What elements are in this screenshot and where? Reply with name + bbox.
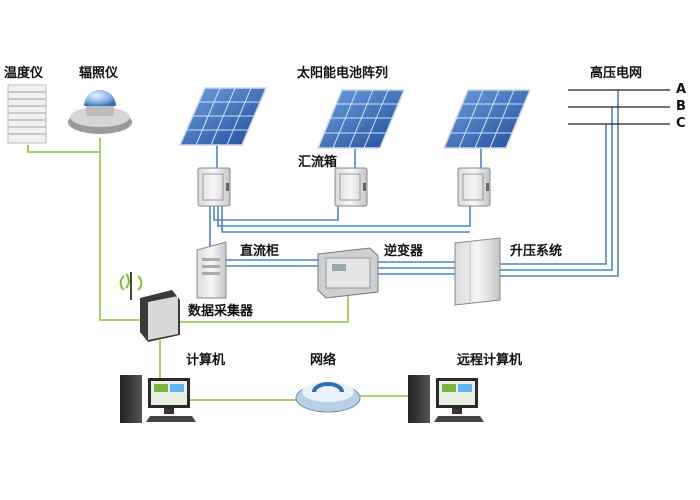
- solar-panel-3: [442, 89, 532, 149]
- dc-cabinet-icon: [196, 241, 227, 299]
- radiometer-label: 辐照仪: [79, 66, 119, 81]
- step-up-label: 升压系统: [510, 244, 563, 259]
- grid-label: 高压电网: [590, 66, 643, 81]
- phase-c-label: C: [676, 116, 686, 131]
- thermometer-icon: [7, 84, 47, 144]
- network-icon: [295, 382, 361, 413]
- signal-lines: [27, 138, 410, 401]
- phase-a-label: A: [676, 82, 687, 97]
- radiometer-icon: [68, 90, 132, 134]
- data-collector-label: 数据采集器: [188, 304, 254, 319]
- grid-bus: [568, 89, 670, 125]
- solar-panel-2: [316, 89, 406, 149]
- remote-computer-label: 远程计算机: [457, 353, 523, 368]
- combiner-box-3: [457, 167, 491, 207]
- computer-icon: [120, 375, 196, 423]
- inverter-label: 逆变器: [384, 244, 424, 259]
- combiner-box-label: 汇流箱: [298, 155, 338, 170]
- data-collector-icon: [119, 272, 180, 342]
- inverter-icon: [317, 247, 379, 299]
- combiner-box-1: [197, 167, 231, 207]
- combiner-box-2: [334, 167, 368, 207]
- step-up-icon: [454, 237, 501, 306]
- thermometer-label: 温度仪: [4, 66, 44, 81]
- computer-label: 计算机: [186, 353, 226, 368]
- solar-array-label: 太阳能电池阵列: [297, 66, 389, 81]
- dc-cabinet-label: 直流柜: [240, 244, 280, 259]
- solar-panel-1: [178, 87, 268, 146]
- power-lines: [209, 90, 619, 277]
- network-label: 网络: [310, 353, 337, 368]
- phase-b-label: B: [676, 99, 686, 114]
- remote-computer-icon: [408, 375, 484, 423]
